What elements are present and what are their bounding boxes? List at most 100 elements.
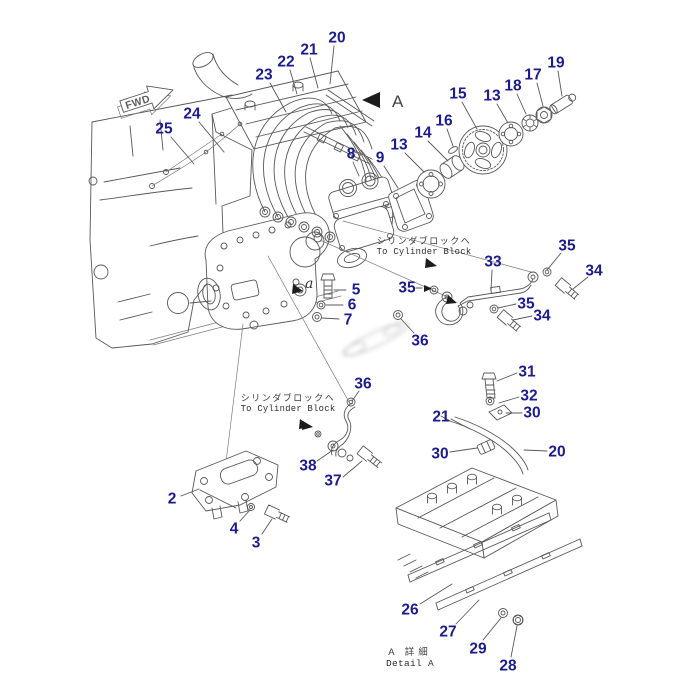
callout-30: 30 <box>523 405 540 422</box>
pump-drive-gear-train <box>416 93 577 199</box>
leader-line-34 <box>572 276 589 290</box>
leader-line-35 <box>497 303 517 309</box>
note-detail-a: A 詳細 Detail A <box>386 647 434 669</box>
leader-line-34 <box>512 315 533 321</box>
callout-35: 35 <box>558 238 576 255</box>
callout-6: 6 <box>348 297 357 314</box>
leader-lines <box>170 45 589 658</box>
callout-37: 37 <box>324 473 341 490</box>
leader-line-26 <box>419 583 453 605</box>
intake-tube <box>192 52 253 99</box>
leader-line-7 <box>321 317 340 320</box>
leader-line-17 <box>536 82 544 107</box>
callout-13: 13 <box>483 88 501 105</box>
leader-line-20 <box>329 45 335 85</box>
callout-32: 32 <box>520 388 537 405</box>
note-en: Detail A <box>385 658 435 669</box>
note-to-cylinder-block-1: シリンダブロックヘ To Cylinder Block <box>377 236 472 258</box>
leader-line-18 <box>516 93 527 115</box>
callout-7: 7 <box>344 312 353 329</box>
cover-bosses <box>427 473 522 515</box>
leader-line-29 <box>482 617 502 641</box>
callout-15: 15 <box>449 86 467 103</box>
callout-18: 18 <box>504 78 522 95</box>
callout-28: 28 <box>499 658 517 675</box>
badge-number: 1 <box>174 295 182 311</box>
leader-line-4 <box>239 509 251 522</box>
callout-25: 25 <box>155 121 173 138</box>
fwd-label: FWD <box>124 93 152 112</box>
letter-a-pointer-arrow <box>292 284 303 294</box>
callout-27: 27 <box>439 624 456 641</box>
rail-26 <box>407 512 552 583</box>
leader-line-13 <box>496 103 509 124</box>
note-jp: シリンダブロックヘ <box>376 236 472 246</box>
leader-line-14 <box>427 140 449 162</box>
callout-21: 21 <box>300 42 318 59</box>
leader-line-3 <box>261 518 273 535</box>
callout-33: 33 <box>484 254 502 271</box>
leader-line-32 <box>498 396 520 404</box>
leader-line-23 <box>269 82 287 113</box>
leader-line-36 <box>351 390 360 402</box>
callout-9: 9 <box>376 150 385 167</box>
callout-17: 17 <box>524 67 541 84</box>
leader-line-35 <box>546 252 562 271</box>
callout-20: 20 <box>548 444 565 461</box>
leader-line-15 <box>461 101 478 130</box>
callout-34: 34 <box>533 308 551 325</box>
leakoff-tubes-and-clamps <box>440 372 529 475</box>
callout-4: 4 <box>230 521 239 538</box>
callout-13: 13 <box>390 137 408 154</box>
callout-22: 22 <box>277 54 294 71</box>
leader-line-27 <box>455 599 480 625</box>
note-jp: シリンダブロックヘ <box>240 393 336 403</box>
fwd-arrow: FWD <box>117 85 174 119</box>
letter-a-label: a <box>305 276 313 292</box>
leader-line-8 <box>352 161 360 177</box>
badge-circle <box>167 292 189 314</box>
leader-line-30 <box>449 447 478 453</box>
note-en: To Cylinder Block <box>376 247 472 257</box>
note-jp: A 詳細 <box>388 647 432 658</box>
callout-34: 34 <box>585 263 603 280</box>
leader-line-24 <box>198 121 225 153</box>
leader-line-28 <box>510 625 518 658</box>
leader-line-38 <box>316 449 334 462</box>
mounting-bracket-2 <box>191 450 291 523</box>
section-leader-lines <box>223 220 532 479</box>
callout-38: 38 <box>299 458 317 475</box>
smudge-artifact <box>342 322 410 356</box>
leader-line-20 <box>523 449 548 452</box>
leader-line-21 <box>309 57 319 89</box>
callout-29: 29 <box>469 641 487 658</box>
air-compressor <box>328 172 397 269</box>
tcb2-pointer-arrow <box>299 419 311 429</box>
callout-36: 36 <box>411 333 429 350</box>
callout-20: 20 <box>328 30 345 47</box>
leader-line-31 <box>496 372 518 382</box>
bolt-and-washers-5-6-7 <box>312 273 336 322</box>
callout-3: 3 <box>252 535 261 552</box>
view-a-arrow <box>362 92 380 108</box>
leader-line-1 <box>189 300 212 304</box>
callout-31: 31 <box>518 364 536 381</box>
fuel-injection-pump <box>197 206 336 330</box>
callout-8: 8 <box>347 146 356 163</box>
callout-19: 19 <box>547 55 565 72</box>
leader-line-22 <box>289 69 298 95</box>
rail-27 <box>435 538 583 611</box>
callout-14: 14 <box>414 125 432 142</box>
note-en: To Cylinder Block <box>240 404 336 414</box>
fuel-pipe-assembly-33 <box>393 267 580 332</box>
callout-35: 35 <box>517 296 535 313</box>
leader-line-16 <box>446 128 454 147</box>
callout-35: 35 <box>398 280 416 297</box>
leader-line-19 <box>557 70 563 97</box>
callout-23: 23 <box>255 67 273 84</box>
leader-line-21 <box>450 418 471 430</box>
cylinder-head-cover-detail-a <box>395 467 583 626</box>
